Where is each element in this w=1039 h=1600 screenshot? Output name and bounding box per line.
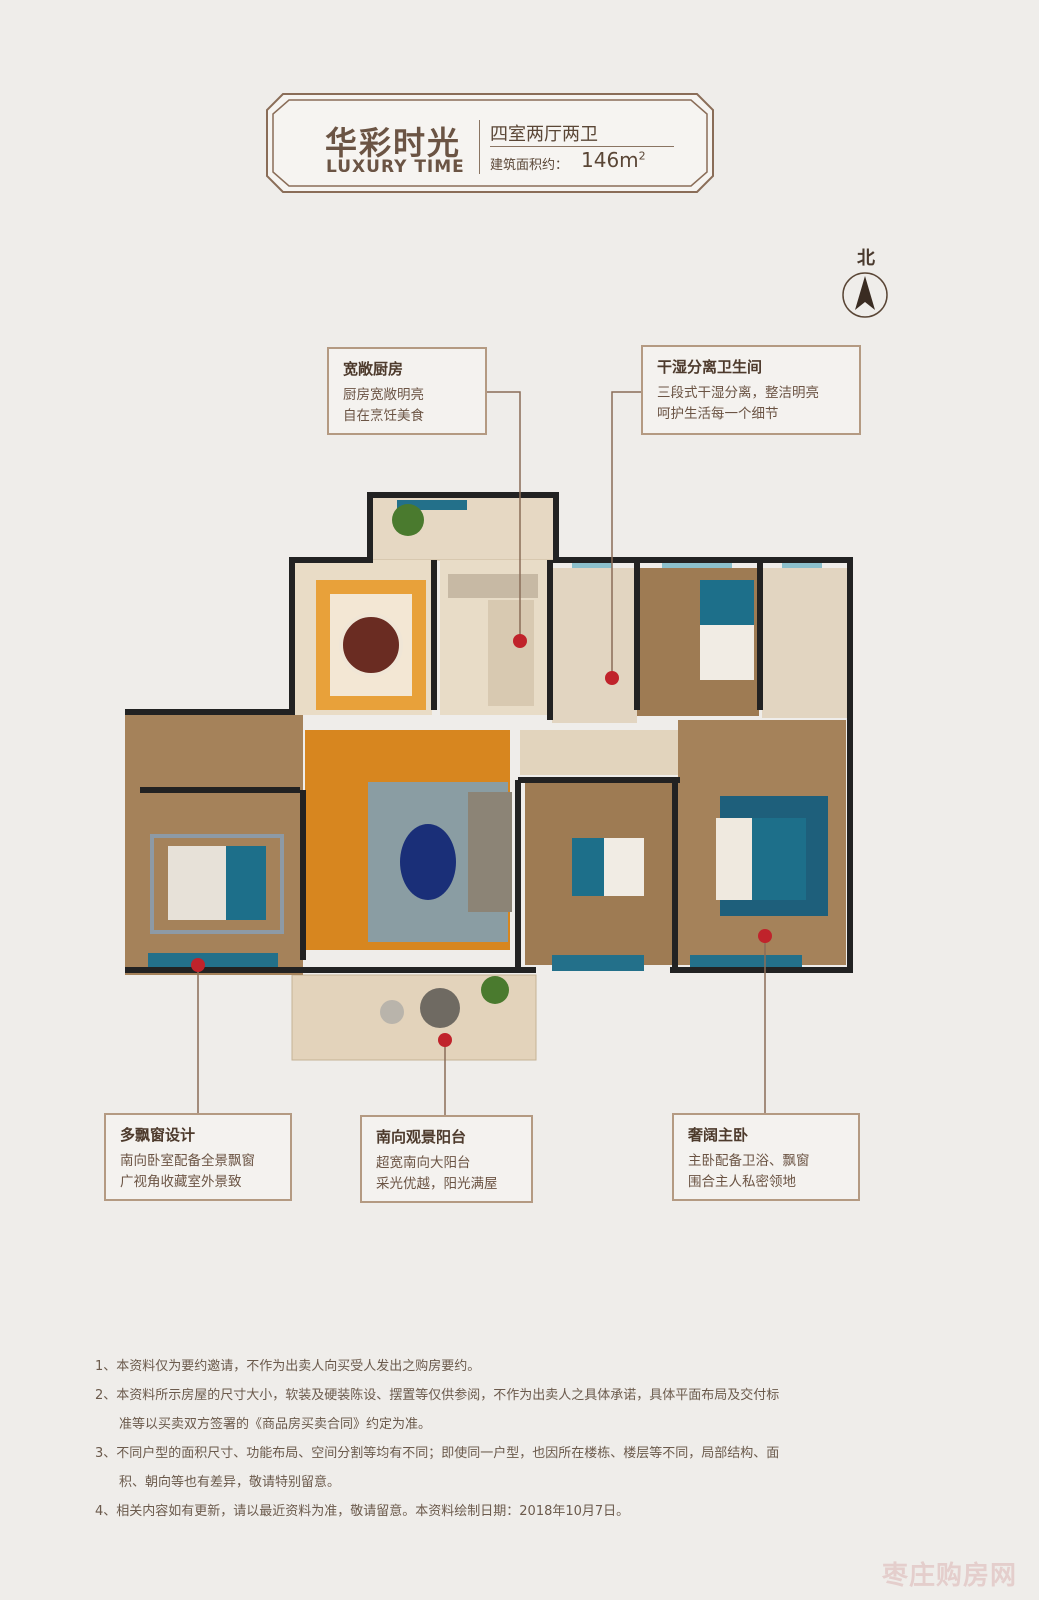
compass-arrow-icon [842,272,888,318]
area-number: 146m [581,148,639,172]
callout-kitchen-title: 宽敞厨房 [343,360,404,378]
marker-baywindow [191,958,205,972]
note-line: 4、相关内容如有更新，请以最近资料为准，敬请留意。本资料绘制日期：2018年10… [95,1504,630,1519]
callout-balcony-line: 采光优越，阳光满屋 [376,1176,498,1192]
floor-plan [125,391,853,1115]
marker-kitchen [513,634,527,648]
callout-balcony-title: 南向观景阳台 [376,1128,467,1146]
callout-master-bedroom-title: 奢阔主卧 [688,1126,749,1144]
watermark: 枣庄购房网 [882,1561,1018,1591]
corridor-floor [520,730,700,775]
callout-bay-window-title: 多飘窗设计 [120,1126,196,1144]
callout-bathroom-line: 呵护生活每一个细节 [657,406,779,422]
layout-subtitle: 四室两厅两卫 [490,124,598,145]
sofa [468,792,512,912]
area-label: 建筑面积约： [490,158,569,173]
callout-master-bedroom: 奢阔主卧 主卧配备卫浴、飘窗 围合主人私密领地 [672,1113,860,1201]
balcony-chair [380,1000,404,1024]
note-line: 2、本资料所示房屋的尺寸大小，软装及硬装陈设、摆置等仅供参阅，不作为出卖人之具体… [95,1388,780,1403]
leader-bath [611,391,641,676]
callout-bathroom: 干湿分离卫生间 三段式干湿分离，整洁明亮 呵护生活每一个细节 [641,345,861,435]
note-line: 1、本资料仅为要约邀请，不作为出卖人向买受人发出之购房要约。 [95,1359,481,1374]
callout-kitchen-line: 厨房宽敞明亮 [343,387,424,403]
callout-kitchen-line: 自在烹饪美食 [343,408,424,424]
marker-bath [605,671,619,685]
callout-balcony-line: 超宽南向大阳台 [376,1155,471,1171]
callout-kitchen: 宽敞厨房 厨房宽敞明亮 自在烹饪美食 [327,347,487,435]
window-bath-east [782,560,822,568]
title-chinese: 华彩时光 [325,124,462,162]
callout-bay-window-line: 南向卧室配备全景飘窗 [120,1153,255,1169]
west-bed-blanket [226,846,266,920]
leader-kitchen [487,391,521,638]
window-south-bedroom [552,955,644,971]
marker-balcony [438,1033,452,1047]
coffee-table [400,824,456,900]
window-north-garden [397,500,467,510]
subtitle-rule [490,146,674,147]
window-north-bedroom [662,560,732,568]
callout-bathroom-line: 三段式干湿分离，整洁明亮 [657,385,819,401]
marker-master [758,929,772,943]
callout-bay-window: 多飘窗设计 南向卧室配备全景飘窗 广视角收藏室外景致 [104,1113,292,1201]
title-divider [479,120,480,174]
north-bed-blanket [700,580,754,625]
south-bed-blanket [572,838,604,896]
kitchen-counter [448,574,538,598]
bath-west-floor [552,568,637,723]
master-bed-blanket [752,818,806,900]
wall-outline [125,492,853,973]
title-english: LUXURY TIME [326,157,465,177]
west-bedroom-rug [150,834,284,934]
callout-master-bedroom-line: 主卧配备卫浴、飘窗 [688,1153,810,1169]
area-value: 146m2 [581,148,646,172]
callout-bathroom-title: 干湿分离卫生间 [657,358,763,376]
title-frame [266,93,714,193]
callout-bay-window-line: 广视角收藏室外景致 [120,1174,242,1190]
note-line: 准等以买卖双方签署的《商品房买卖合同》约定为准。 [119,1417,432,1432]
note-line: 积、朝向等也有差异，敬请特别留意。 [119,1475,341,1490]
window-bath-west [572,560,612,568]
window-west-bay [148,953,278,969]
balcony-table [420,988,460,1028]
plant-balcony [481,976,509,1004]
callout-balcony: 南向观景阳台 超宽南向大阳台 采光优越，阳光满屋 [360,1115,533,1203]
dining-table [339,613,403,677]
bath-east-floor [762,568,847,718]
callout-master-bedroom-line: 围合主人私密领地 [688,1174,796,1190]
kitchen-island [488,600,534,706]
area-unit-superscript: 2 [638,149,646,163]
note-line: 3、不同户型的面积尺寸、功能布局、空间分割等均有不同；即使同一户型，也因所在楼栋… [95,1446,780,1461]
plant-north [392,504,424,536]
compass-north-label: 北 [857,248,875,269]
disclaimer-notes: 1、本资料仅为要约邀请，不作为出卖人向买受人发出之购房要约。 2、本资料所示房屋… [95,1352,915,1526]
